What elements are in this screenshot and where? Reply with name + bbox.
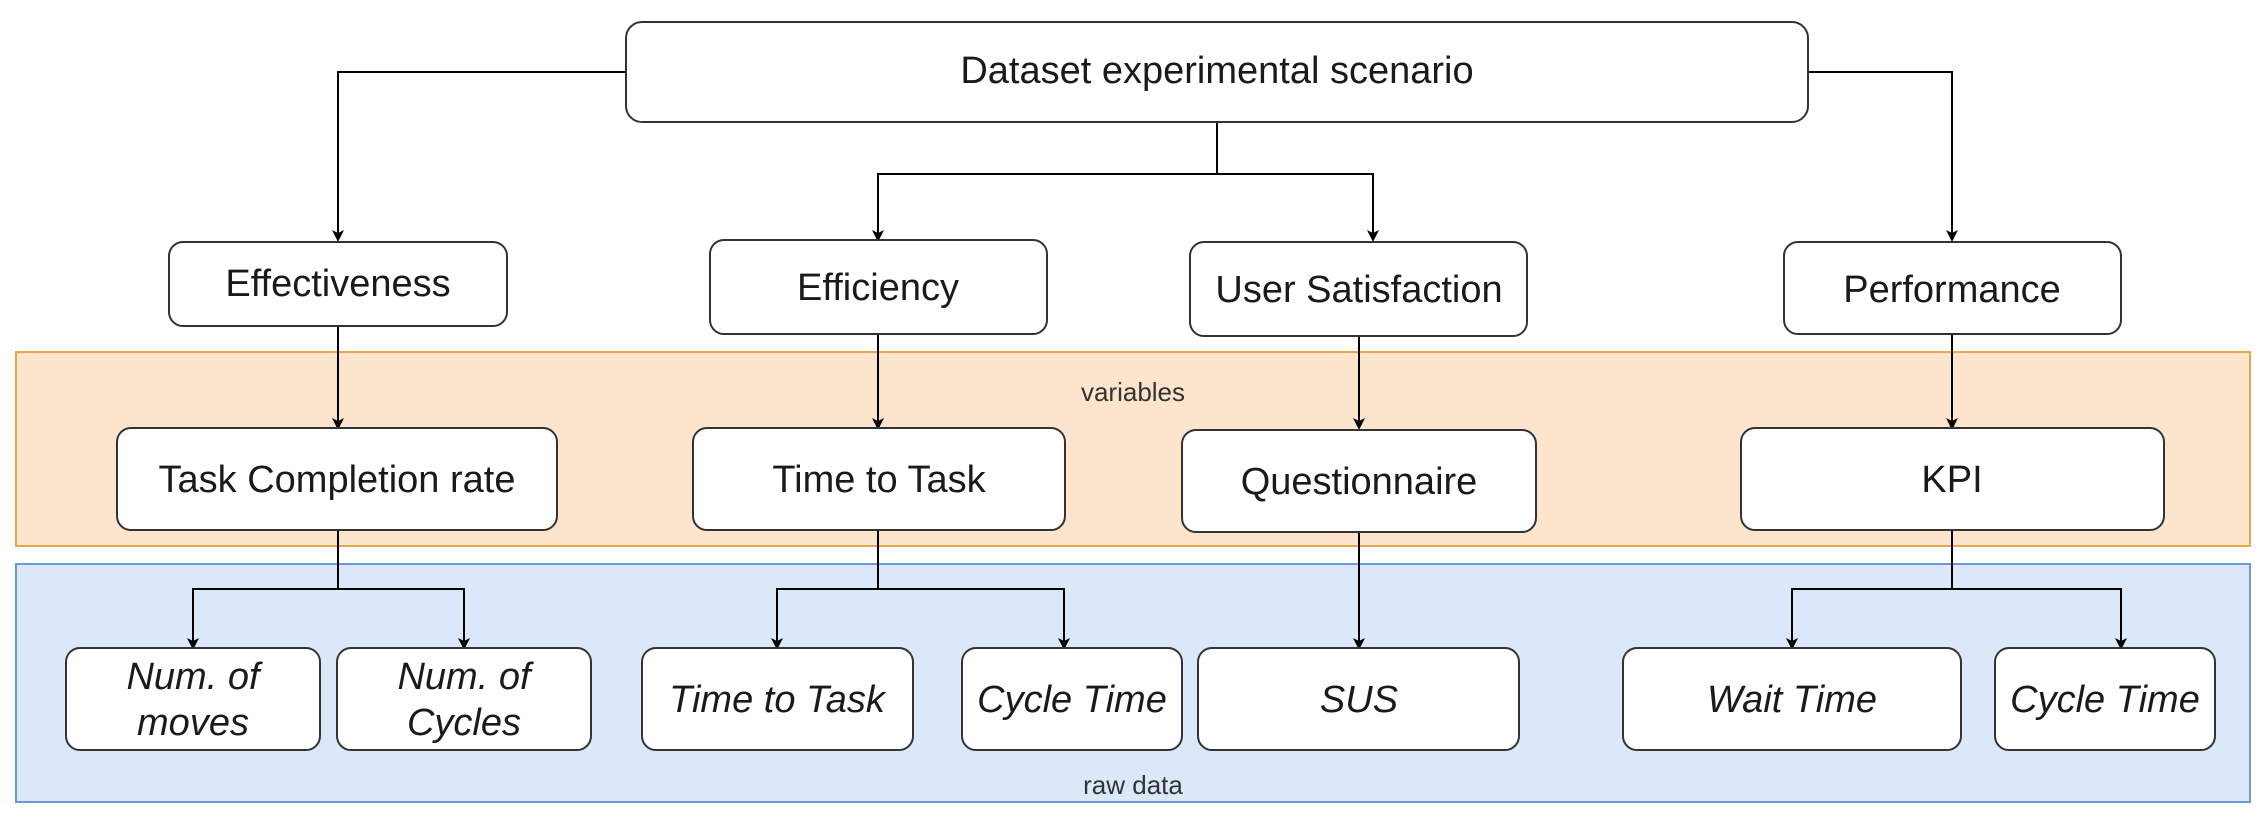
connector-tcr-moves <box>187 588 338 650</box>
raw-cycle-time-performance: Cycle Time <box>1994 647 2216 751</box>
variables-band-label: variables <box>1081 377 1185 407</box>
variable-time-to-task: Time to Task <box>692 427 1066 531</box>
user-satisfaction-label: User Satisfaction <box>1215 269 1502 311</box>
questionnaire-label: Questionnaire <box>1241 461 1478 503</box>
root-node: Dataset experimental scenario <box>625 21 1809 123</box>
raw-time-to-task-label: Time to Task <box>669 679 887 721</box>
wait-time-label: Wait Time <box>1707 679 1877 721</box>
num-moves-line1: Num. of <box>126 656 262 698</box>
connector-kpi-cycle <box>1952 588 2127 650</box>
variable-questionnaire: Questionnaire <box>1181 429 1537 533</box>
variable-kpi: KPI <box>1740 427 2165 531</box>
raw-wait-time: Wait Time <box>1622 647 1962 751</box>
num-moves-line2: moves <box>137 702 249 744</box>
category-user-satisfaction: User Satisfaction <box>1189 241 1528 337</box>
raw-cycle-time-efficiency: Cycle Time <box>961 647 1183 751</box>
sus-label: SUS <box>1320 679 1398 721</box>
raw-data-band-label: raw data <box>1083 770 1183 800</box>
root-label: Dataset experimental scenario <box>960 50 1473 92</box>
connector-ttt-time <box>771 588 878 650</box>
raw-time-to-task: Time to Task <box>641 647 914 751</box>
category-efficiency: Efficiency <box>709 239 1048 335</box>
num-cycles-line1: Num. of <box>397 656 533 698</box>
raw-cycle-time-1-label: Cycle Time <box>977 679 1167 721</box>
connector-root-effectiveness <box>332 71 626 242</box>
kpi-label: KPI <box>1921 459 1982 501</box>
connector-tcr-cycles <box>338 588 470 650</box>
connector-root-user-satisfaction <box>1217 173 1379 242</box>
num-cycles-line2: Cycles <box>407 702 521 744</box>
tcr-label: Task Completion rate <box>159 459 516 501</box>
connectors <box>187 71 2127 650</box>
category-effectiveness: Effectiveness <box>168 241 508 327</box>
ttt-variable-label: Time to Task <box>772 459 986 501</box>
connector-root-performance <box>1808 71 1958 242</box>
raw-cycle-time-2-label: Cycle Time <box>2010 679 2200 721</box>
raw-num-of-cycles: Num. of Cycles <box>336 647 592 751</box>
variable-task-completion-rate: Task Completion rate <box>116 427 558 531</box>
performance-label: Performance <box>1843 269 2061 311</box>
category-performance: Performance <box>1783 241 2122 335</box>
raw-num-of-moves: Num. of moves <box>65 647 321 751</box>
efficiency-label: Efficiency <box>797 267 959 309</box>
root-box <box>625 21 1809 123</box>
connector-root-efficiency <box>872 173 1217 242</box>
connector-ttt-cycle <box>878 588 1070 650</box>
connector-kpi-wait <box>1786 588 1952 650</box>
effectiveness-label: Effectiveness <box>225 263 450 305</box>
raw-sus: SUS <box>1197 647 1520 751</box>
